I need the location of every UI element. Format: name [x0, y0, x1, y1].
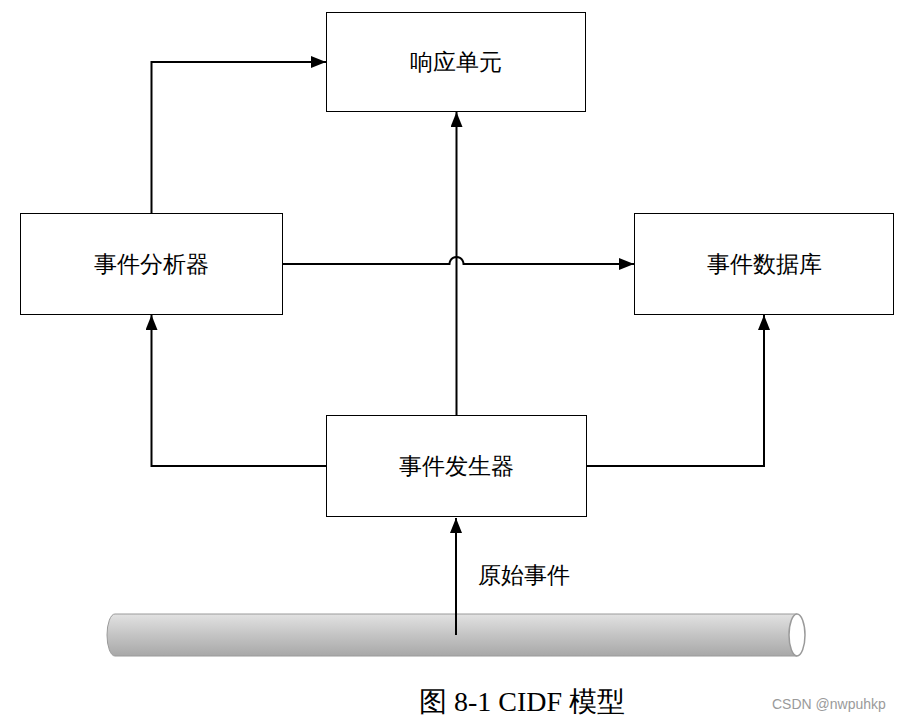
flow-arrow [456, 112, 458, 415]
input-arrow [455, 518, 457, 635]
flow-arrow [587, 315, 764, 466]
pipe-body [107, 614, 797, 656]
box-label: 事件发生器 [399, 451, 514, 482]
process-box: 事件数据库 [634, 213, 894, 315]
flow-arrow [152, 315, 327, 466]
pipe-end [789, 614, 805, 656]
input-label: 原始事件 [478, 560, 570, 591]
box-label: 响应单元 [410, 47, 502, 78]
flow-arrow [283, 257, 634, 264]
process-box: 响应单元 [326, 12, 586, 112]
watermark: CSDN @nwpuhkp [772, 696, 886, 712]
box-label: 事件分析器 [94, 249, 209, 280]
flow-arrow [152, 62, 327, 213]
box-label: 事件数据库 [707, 249, 822, 280]
process-box: 事件发生器 [326, 415, 587, 517]
figure-caption: 图 8-1 CIDF 模型 [0, 683, 915, 721]
process-box: 事件分析器 [20, 213, 283, 315]
